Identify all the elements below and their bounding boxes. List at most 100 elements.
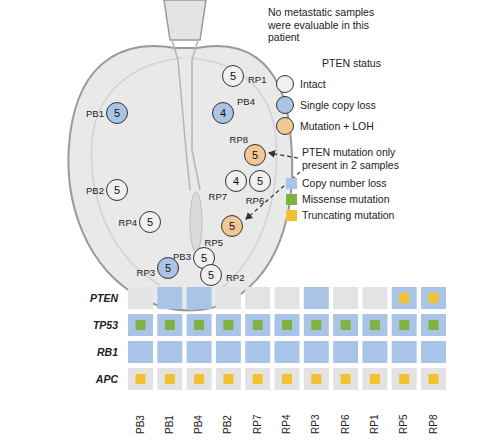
copy-number: 5 [230,71,236,82]
grid-cell [128,341,153,363]
copy-number: 5 [165,263,171,274]
mutation-mark [165,320,175,330]
grid-cell [421,341,446,363]
mutation-mark [282,374,292,384]
sample-column-label: RP6 [340,415,352,434]
sample-column-label: RP1 [369,415,381,434]
legend-text: Copy number loss [302,177,387,190]
legend-text: Missense mutation [302,193,390,206]
grid-cell [216,314,241,336]
mutation-mark [223,374,233,384]
legend-text: Single copy loss [300,99,376,112]
grid-cell [187,368,212,390]
grid-cell [392,341,417,363]
mutation-mark [399,293,409,303]
copy-number: 5 [114,108,120,119]
copy-number: 5 [114,185,120,196]
sample-circle: 5RP8 [244,144,266,166]
gene-label: APC [96,373,118,386]
grid-cell [392,287,417,309]
sample-circle: 5RP1 [222,65,244,87]
sample-name: RP6 [246,196,264,206]
legend-square [286,178,297,189]
gene-label: PTEN [90,292,118,305]
grid-cell [304,314,329,336]
sample-circle: 4PB4 [212,102,234,124]
mutation-mark [311,374,321,384]
sample-column-label: PB4 [193,415,205,434]
gene-label: RB1 [97,346,118,359]
grid-cell [362,341,387,363]
grid-cell [392,314,417,336]
grid-cell [362,314,387,336]
urethra-line [172,40,190,190]
copy-number: 5 [147,217,153,228]
sample-column-label: PB3 [135,415,147,434]
colliculus [190,192,202,252]
grid-cell [216,368,241,390]
legend-circle [276,96,294,114]
copy-number: 5 [229,221,235,232]
grid-cell [216,287,241,309]
sample-name: RP2 [226,273,244,283]
mutation-mark [194,374,204,384]
mutation-mark [282,320,292,330]
grid-cell [392,368,417,390]
legend-text: Mutation + LOH [300,120,374,133]
sample-name: RP1 [248,75,266,85]
grid-cell [333,368,358,390]
grid-cell [187,314,212,336]
mutation-mark [253,320,263,330]
grid-cell [245,368,270,390]
mutation-mark [429,320,439,330]
legend-heading: PTEN status [322,57,381,70]
mutation-mark [136,374,146,384]
sample-circle: 5RP3 [157,257,179,279]
copy-number: 5 [208,270,214,281]
mutation-mark [399,320,409,330]
legend-circle [276,117,294,135]
sample-column-label: RP7 [252,415,264,434]
sample-name: PB1 [86,109,104,119]
sample-column-label: PB1 [164,415,176,434]
grid-cell [275,287,300,309]
mutation-mark [399,374,409,384]
grid-cell [245,314,270,336]
mutation-mark [223,320,233,330]
urethra-tube [164,0,206,40]
sample-column-label: RP4 [281,415,293,434]
legend-circle [276,75,294,93]
copy-number: 5 [257,176,263,187]
grid-cell [275,368,300,390]
grid-cell [128,314,153,336]
grid-cell [362,287,387,309]
sample-column-label: PB2 [222,415,234,434]
sample-circle: 5PB1 [106,102,128,124]
grid-cell [362,368,387,390]
grid-cell [333,314,358,336]
grid-cell [333,341,358,363]
grid-cell [128,368,153,390]
grid-cell [187,287,212,309]
mutation-mark [429,374,439,384]
grid-cell [275,341,300,363]
sample-column-label: RP3 [310,415,322,434]
mutation-mark [429,293,439,303]
grid-cell [157,287,182,309]
legend-square [286,194,297,205]
sample-circle: 5PB2 [106,179,128,201]
sample-name: RP5 [205,238,223,248]
urethra-line [192,40,200,190]
grid-cell [216,341,241,363]
mutation-mark [311,320,321,330]
grid-cell [128,287,153,309]
grid-cell [304,341,329,363]
sample-column-label: RP5 [398,415,410,434]
zone-boundary [190,58,277,288]
legend-square [286,210,297,221]
grid-cell [245,341,270,363]
mutation-mark [194,320,204,330]
copy-number: 4 [220,108,226,119]
